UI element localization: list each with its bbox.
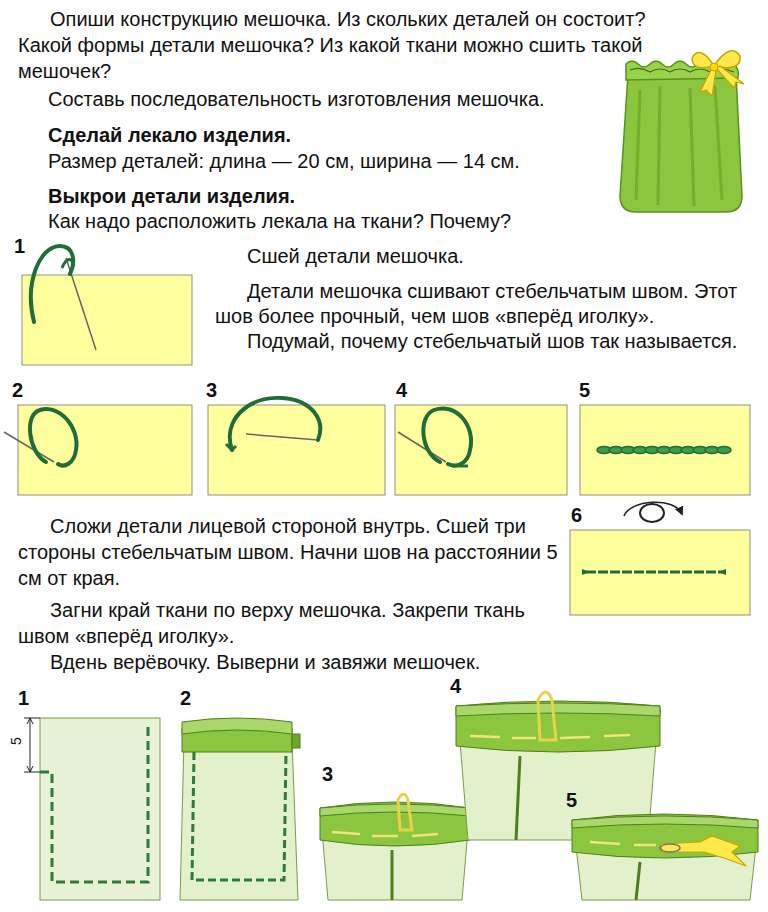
- step-number: 2: [180, 686, 210, 710]
- dimension-label: 5: [8, 737, 24, 745]
- step-number: 3: [322, 762, 352, 786]
- step-number: 4: [396, 378, 426, 402]
- step-number: 1: [14, 234, 44, 258]
- fabric-pattern: [24, 718, 160, 900]
- stitch-panel: [22, 246, 192, 365]
- step-number: 5: [566, 788, 596, 812]
- instruction-text: Подумай, почему стебельчатый шов так наз…: [215, 329, 750, 354]
- instruction-text: Опиши конструкцию мешочка. Из скольких д…: [18, 6, 666, 84]
- stitch-panel: [4, 405, 192, 495]
- section-heading: Выкрои детали изделия.: [18, 183, 608, 209]
- stitch-panel: [395, 405, 567, 495]
- stitch-panel: [570, 502, 750, 615]
- stitch-panel: [208, 398, 385, 495]
- instruction-text: Детали мешочка сшивают стебельчатым швом…: [215, 279, 750, 329]
- step-number: 2: [12, 378, 42, 402]
- bag-illustration: [620, 51, 744, 212]
- step-number: 4: [450, 674, 480, 698]
- instruction-text: Составь последовательность изготовления …: [18, 86, 608, 112]
- instruction-text: Сшей детали мешочка.: [215, 244, 735, 269]
- stitch-panel: [580, 405, 750, 495]
- instruction-text: Размер деталей: длина — 20 см, ширина — …: [18, 148, 608, 174]
- step-number: 3: [206, 378, 236, 402]
- step-number: 1: [18, 686, 48, 710]
- instruction-text: Вдень верёвочку. Выверни и завяжи мешоче…: [18, 649, 563, 675]
- step-number: 5: [579, 378, 609, 402]
- stitch-loop: [717, 447, 731, 454]
- bag-drawstring: [572, 814, 758, 900]
- section-heading: Сделай лекало изделия.: [18, 122, 608, 148]
- bag-drawstring: [320, 794, 470, 900]
- instruction-text: Как надо расположить лекала на ткани? По…: [18, 208, 608, 234]
- instruction-text: Сложи детали лицевой стороной внутрь. Сш…: [18, 513, 563, 591]
- bag-sewing: [180, 718, 300, 900]
- step-number: 6: [571, 503, 601, 527]
- instruction-text: Загни край ткани по верху мешочка. Закре…: [18, 597, 563, 649]
